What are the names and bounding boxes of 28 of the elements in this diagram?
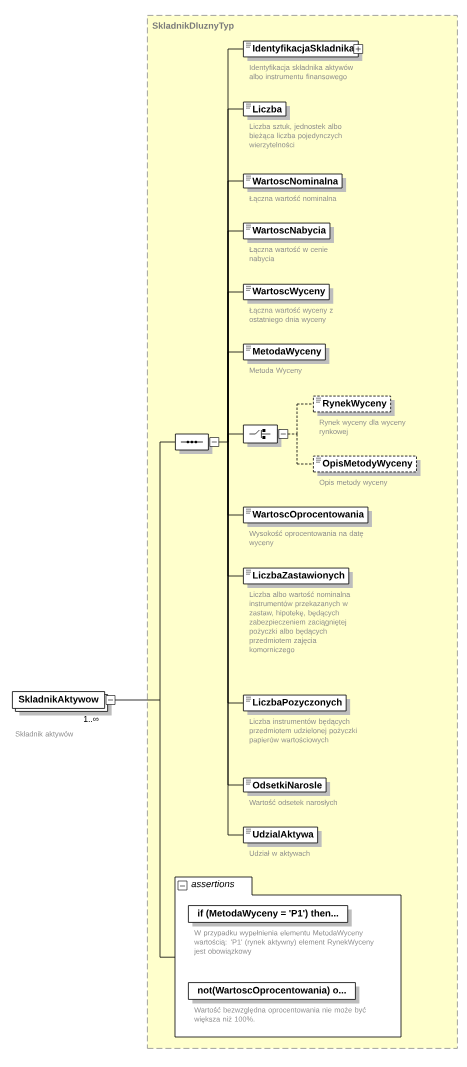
element-box: WartoscOprocentowania: [243, 506, 372, 527]
connector-line: [227, 702, 244, 704]
connector-line: [287, 403, 298, 465]
connector-line: [227, 351, 244, 353]
connector-line: [296, 463, 314, 465]
connector-line: [227, 834, 244, 836]
connector-line: [227, 784, 244, 786]
choice-compositor: [243, 424, 289, 447]
connector-line: [227, 230, 244, 232]
connector-line: [218, 48, 229, 836]
connector-line: [227, 514, 244, 516]
connector-line: [159, 441, 176, 443]
occurrence-label: 1..∞: [84, 716, 99, 722]
assertion-box: not(WartoscOprocentowania) o...: [188, 982, 360, 1004]
connector-line: [227, 575, 244, 577]
sequence-compositor: [175, 433, 220, 454]
connector-line: [227, 433, 244, 435]
connector-line: [227, 48, 244, 50]
connector-line: [114, 441, 161, 958]
element-box: LiczbaPozyczonych: [243, 694, 351, 715]
connector-line: [159, 956, 176, 958]
element-box: SkladnikAktywow: [12, 691, 116, 716]
connector-line: [227, 180, 244, 182]
connector-line: [227, 291, 244, 293]
connector-line: [227, 108, 244, 110]
element-box: IdentyfikacjaSkladnika: [243, 40, 363, 61]
assertion-box: if (MetodaWyceny = 'P1') then...: [188, 905, 352, 927]
connector-line: [296, 403, 314, 405]
